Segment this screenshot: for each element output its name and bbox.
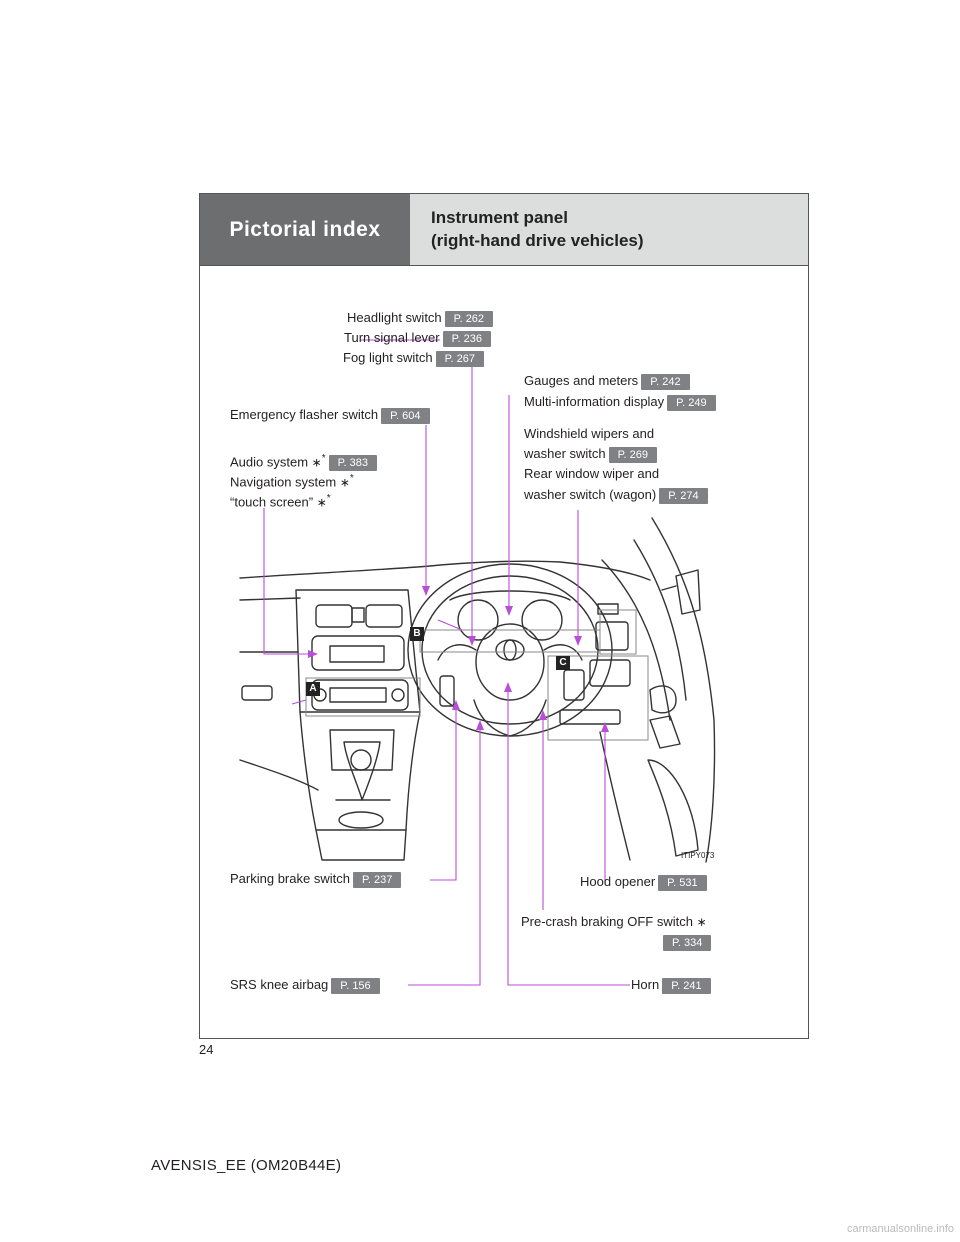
title-line-2: (right-hand drive vehicles) — [431, 231, 644, 250]
windshield-wipers-line1: Windshield wipers and — [524, 426, 655, 441]
content-frame: Pictorial index Instrument panel (right-… — [199, 193, 809, 1039]
document-footer: AVENSIS_EE (OM20B44E) — [151, 1157, 342, 1174]
audio-system-ref[interactable]: P. 383 — [328, 454, 378, 471]
tag-b: B — [410, 627, 424, 641]
parking-brake-ref[interactable]: P. 237 — [352, 871, 402, 888]
audio-system-label: Audio system ∗*P. 383 — [230, 451, 378, 471]
gauges-meters-ref[interactable]: P. 242 — [641, 373, 690, 390]
rear-wiper-line1: Rear window wiper and — [524, 466, 660, 481]
tag-a: A — [306, 682, 320, 696]
hood-opener-ref[interactable]: P. 531 — [658, 874, 707, 891]
rear-wiper-line2: washer switch (wagon)P. 274 — [524, 487, 708, 504]
fog-light-ref[interactable]: P. 267 — [435, 350, 484, 367]
touch-screen-label: “touch screen” ∗* — [230, 493, 331, 510]
multi-info-ref[interactable]: P. 249 — [667, 394, 716, 411]
watermark: carmanualsonline.info — [846, 1223, 954, 1235]
page-title: Instrument panel (right-hand drive vehic… — [410, 194, 808, 265]
srs-knee-ref[interactable]: P. 156 — [331, 977, 380, 994]
illustration-code: ITIPY073 — [681, 851, 715, 860]
section-label: Pictorial index — [200, 194, 410, 265]
title-line-1: Instrument panel — [431, 208, 568, 227]
navigation-system-label: Navigation system ∗* — [230, 473, 354, 490]
turn-signal-ref[interactable]: P. 236 — [442, 330, 492, 347]
rear-wiper-ref[interactable]: P. 274 — [659, 487, 708, 504]
header-divider — [200, 265, 808, 266]
tag-c: C — [556, 656, 570, 670]
page-number: 24 — [199, 1042, 214, 1057]
horn-ref[interactable]: P. 241 — [662, 977, 711, 994]
headlight-switch-ref[interactable]: P. 262 — [444, 310, 494, 327]
pre-crash-ref[interactable]: P. 334 — [663, 935, 712, 951]
pre-crash-label: Pre-crash braking OFF switch ∗ — [521, 914, 707, 929]
windshield-wipers-ref[interactable]: P. 269 — [608, 446, 658, 463]
emergency-flasher-ref[interactable]: P. 604 — [381, 407, 430, 424]
